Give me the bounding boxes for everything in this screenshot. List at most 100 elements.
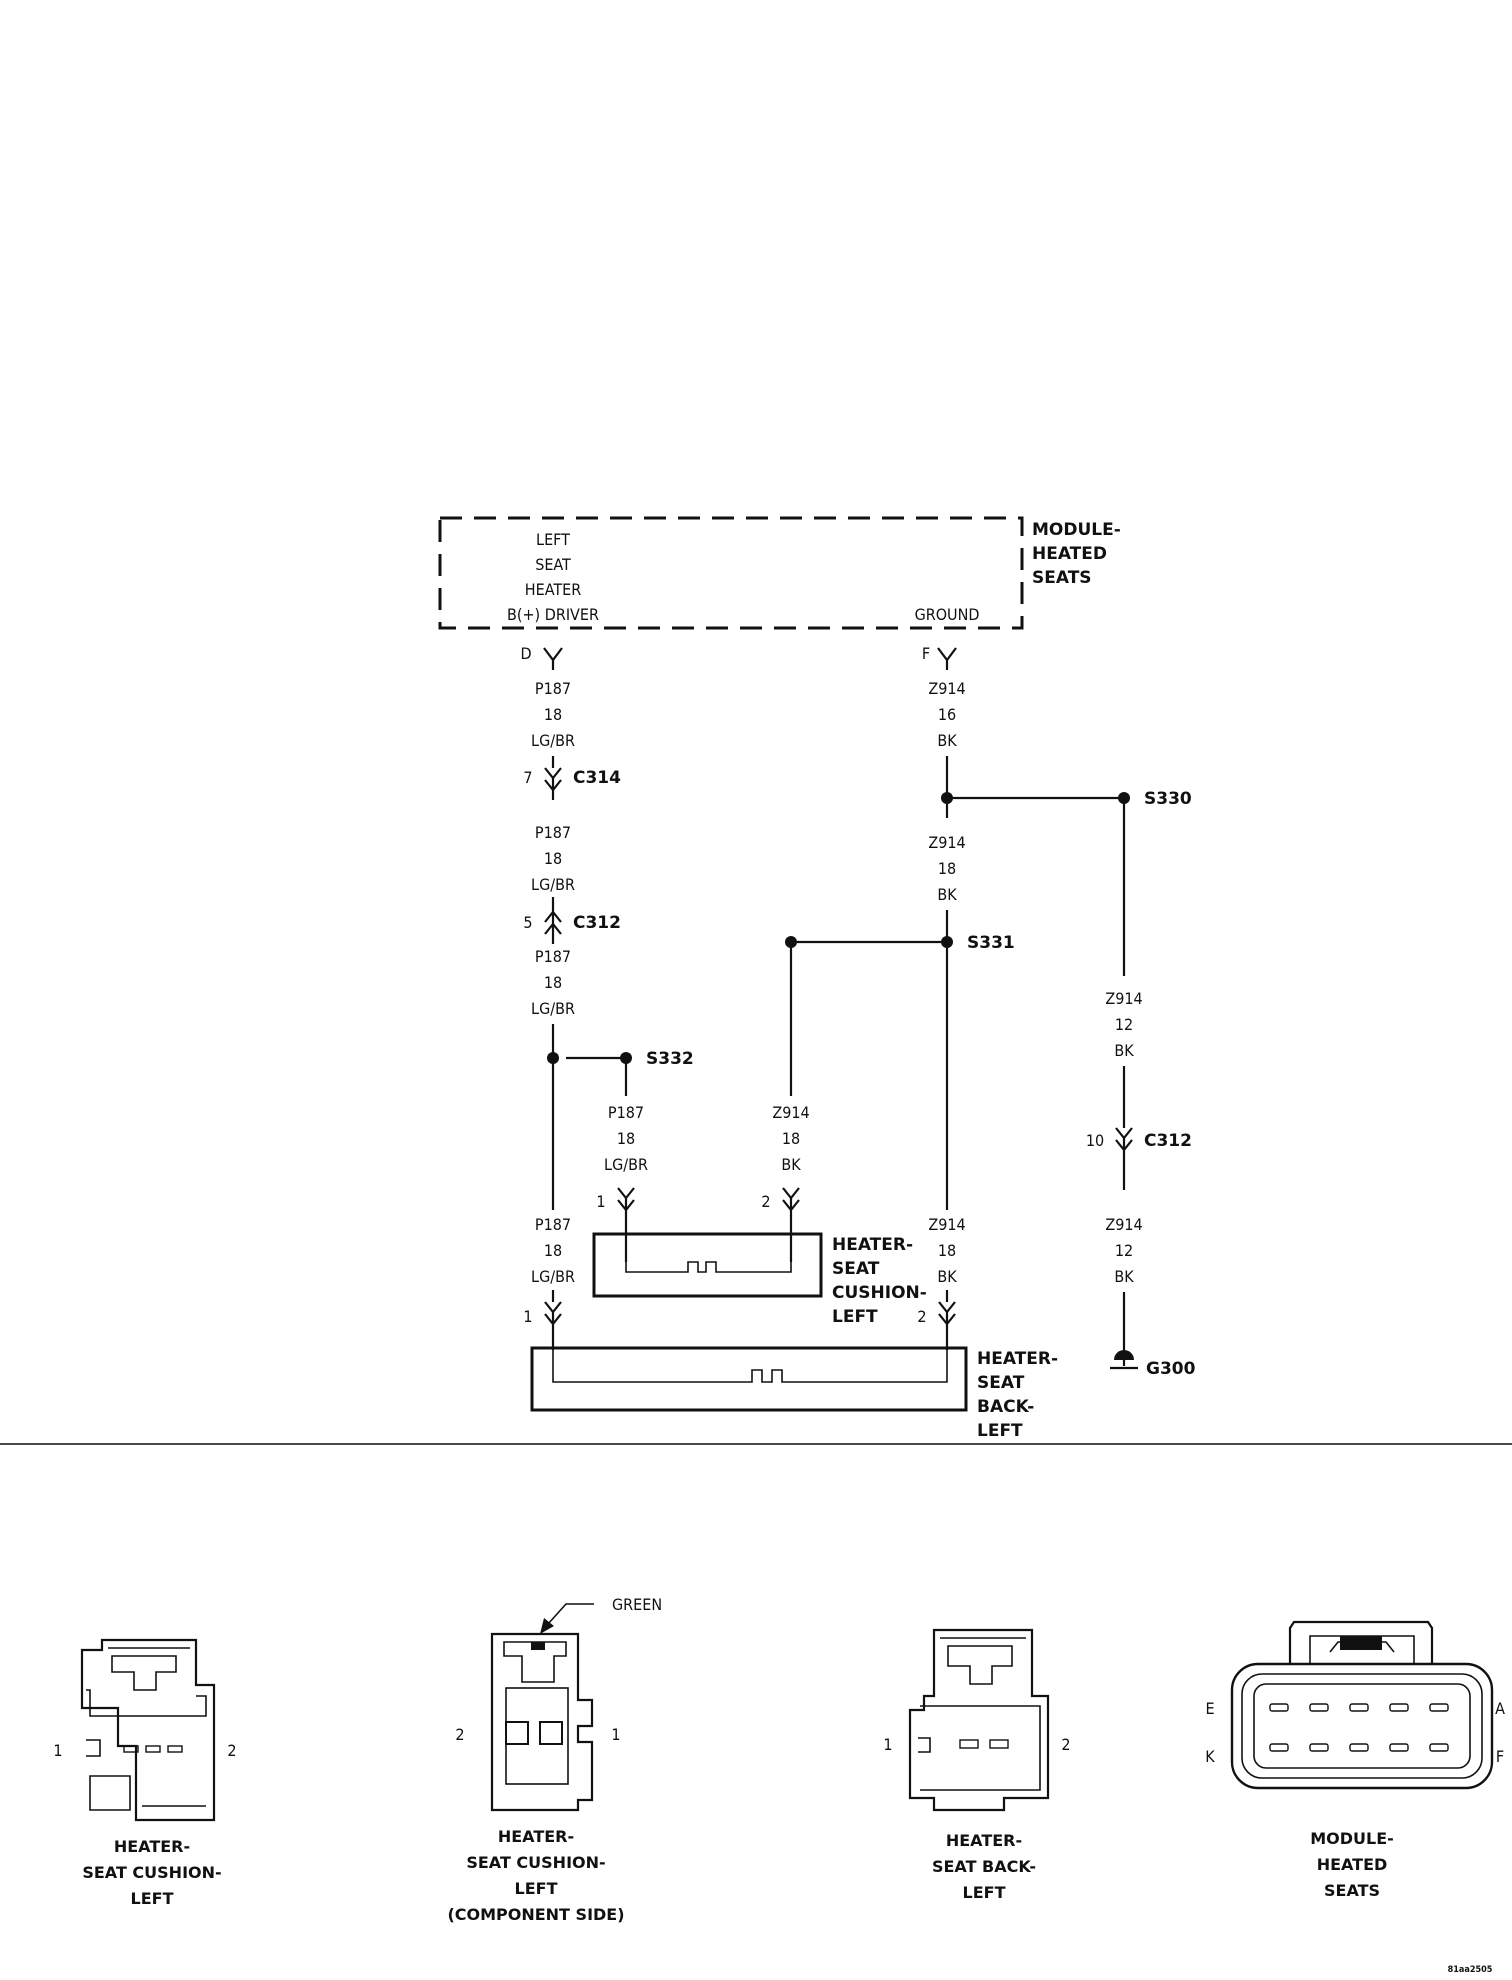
pin-d-terminal <box>543 647 563 670</box>
p187-a-1: P187 <box>535 679 571 698</box>
module-pin-e: E <box>1205 1699 1214 1718</box>
p187-a-3: LG/BR <box>531 731 575 750</box>
back-view-caption-3: LEFT <box>963 1883 1006 1902</box>
g300-label: G300 <box>1146 1359 1196 1379</box>
connector-view-back: 1 2 HEATER- SEAT BACK- LEFT <box>883 1628 1071 1902</box>
module-pin-k: K <box>1205 1747 1215 1766</box>
back-pin2-terminal <box>938 1301 956 1350</box>
connector-view-cushion-component: GREEN 2 1 HEATER- SEAT CUSHION- LEFT (CO… <box>447 1595 662 1924</box>
c312-label: C312 <box>573 913 621 933</box>
component-caption-2: SEAT CUSHION- <box>466 1853 605 1872</box>
back-name-3: BACK- <box>977 1397 1034 1417</box>
back-conn-outline <box>908 1628 1050 1812</box>
p187-d-3: LG/BR <box>604 1155 648 1174</box>
p187-e-1: P187 <box>535 1215 571 1234</box>
ground-symbol <box>1114 1350 1134 1360</box>
module-conn-latch <box>1288 1620 1434 1664</box>
z914-f-2: 12 <box>1115 1241 1133 1260</box>
module-pin-f: F <box>1496 1747 1504 1766</box>
z914-d-1: Z914 <box>928 1215 965 1234</box>
z914-b-3: BK <box>937 885 957 904</box>
ground-label: GROUND <box>915 605 980 624</box>
z914-c-2: 18 <box>782 1129 800 1148</box>
z914-a-3: BK <box>937 731 957 750</box>
z914-d-3: BK <box>937 1267 957 1286</box>
cushion-pin1-terminal <box>617 1187 635 1262</box>
p187-d-1: P187 <box>608 1103 644 1122</box>
c314-pin: 7 <box>523 768 532 787</box>
driver-line-4: B(+) DRIVER <box>507 605 599 624</box>
p187-c-2: 18 <box>544 973 562 992</box>
z914-b-1: Z914 <box>928 833 965 852</box>
module-dashed-box <box>438 516 1024 630</box>
z914-c-3: BK <box>781 1155 801 1174</box>
back-view-pin-left: 1 <box>883 1735 892 1754</box>
cushion-name-2: SEAT <box>832 1259 880 1279</box>
z914-f-1: Z914 <box>1105 1215 1142 1234</box>
module-heated-seats: LEFT SEAT HEATER B(+) DRIVER GROUND MODU… <box>438 516 1121 630</box>
cushion-view-pin-right: 2 <box>227 1741 236 1760</box>
cushion-cavity-2 <box>145 1745 161 1753</box>
p187-c-1: P187 <box>535 947 571 966</box>
module-view-caption-2: HEATED <box>1317 1855 1388 1874</box>
p187-b-1: P187 <box>535 823 571 842</box>
back-cavity-1 <box>959 1739 979 1749</box>
p187-b-3: LG/BR <box>531 875 575 894</box>
cushion-pin2: 2 <box>761 1192 770 1211</box>
p187-circuit: D P187 18 LG/BR 7 C314 P187 18 LG/BR 5 C… <box>520 644 694 1350</box>
driver-line-2: SEAT <box>535 555 571 574</box>
component-caption-4: (COMPONENT SIDE) <box>447 1905 624 1924</box>
p187-d-2: 18 <box>617 1129 635 1148</box>
z914-c-1: Z914 <box>772 1103 809 1122</box>
z914-e-1: Z914 <box>1105 989 1142 1008</box>
cushion-name-3: CUSHION- <box>832 1283 927 1303</box>
cushion-conn-outline <box>80 1638 216 1822</box>
back-pin1-terminal <box>544 1301 562 1350</box>
p187-a-2: 18 <box>544 705 562 724</box>
p187-b-2: 18 <box>544 849 562 868</box>
c314-connector-symbol <box>544 767 562 792</box>
driver-line-3: HEATER <box>525 580 581 599</box>
cushion-view-caption-2: SEAT CUSHION- <box>82 1863 221 1882</box>
s332-label: S332 <box>646 1049 694 1069</box>
component-pin-right: 1 <box>611 1725 620 1744</box>
module-conn-outer <box>1230 1662 1494 1790</box>
module-view-caption-1: MODULE- <box>1310 1829 1394 1848</box>
z914-e-3: BK <box>1114 1041 1134 1060</box>
c312-connector-symbol <box>544 910 562 944</box>
c312b-pin: 10 <box>1086 1131 1104 1150</box>
cushion-view-caption-1: HEATER- <box>114 1837 190 1856</box>
component-cavity-1 <box>505 1721 529 1745</box>
pin-d: D <box>520 644 531 663</box>
back-view-caption-1: HEATER- <box>946 1831 1022 1850</box>
back-view-pin-right: 2 <box>1061 1735 1070 1754</box>
c312b-connector-symbol <box>1115 1127 1133 1190</box>
back-heating-element <box>552 1350 948 1383</box>
module-view-caption-3: SEATS <box>1324 1881 1380 1900</box>
c312-pin: 5 <box>523 913 532 932</box>
cushion-cavity-1 <box>123 1745 139 1753</box>
cushion-element-box <box>592 1232 823 1298</box>
s331-label: S331 <box>967 933 1015 953</box>
cushion-pin2-terminal <box>782 1187 800 1262</box>
back-name-4: LEFT <box>977 1421 1023 1441</box>
module-name-1: MODULE- <box>1032 520 1121 540</box>
back-pin1: 1 <box>523 1307 532 1326</box>
z914-circuit: F Z914 16 BK S330 Z914 18 BK S331 Z914 1… <box>761 644 1195 1379</box>
figure-code: 81aa2505 <box>1448 1965 1493 1975</box>
component-caption-3: LEFT <box>515 1879 558 1898</box>
heater-seat-cushion-left: HEATER- SEAT CUSHION- LEFT <box>592 1232 927 1327</box>
z914-d-2: 18 <box>938 1241 956 1260</box>
cushion-pin1: 1 <box>596 1192 605 1211</box>
green-callout-leader <box>547 1603 594 1625</box>
back-pin2: 2 <box>917 1307 926 1326</box>
z914-a-1: Z914 <box>928 679 965 698</box>
green-callout-arrow <box>540 1618 554 1634</box>
s330-label: S330 <box>1144 789 1192 809</box>
p187-e-3: LG/BR <box>531 1267 575 1286</box>
module-pin-a: A <box>1495 1699 1505 1718</box>
component-cavity-2 <box>539 1721 563 1745</box>
heater-seat-back-left: HEATER- SEAT BACK- LEFT <box>530 1346 1058 1441</box>
cushion-view-caption-3: LEFT <box>131 1889 174 1908</box>
